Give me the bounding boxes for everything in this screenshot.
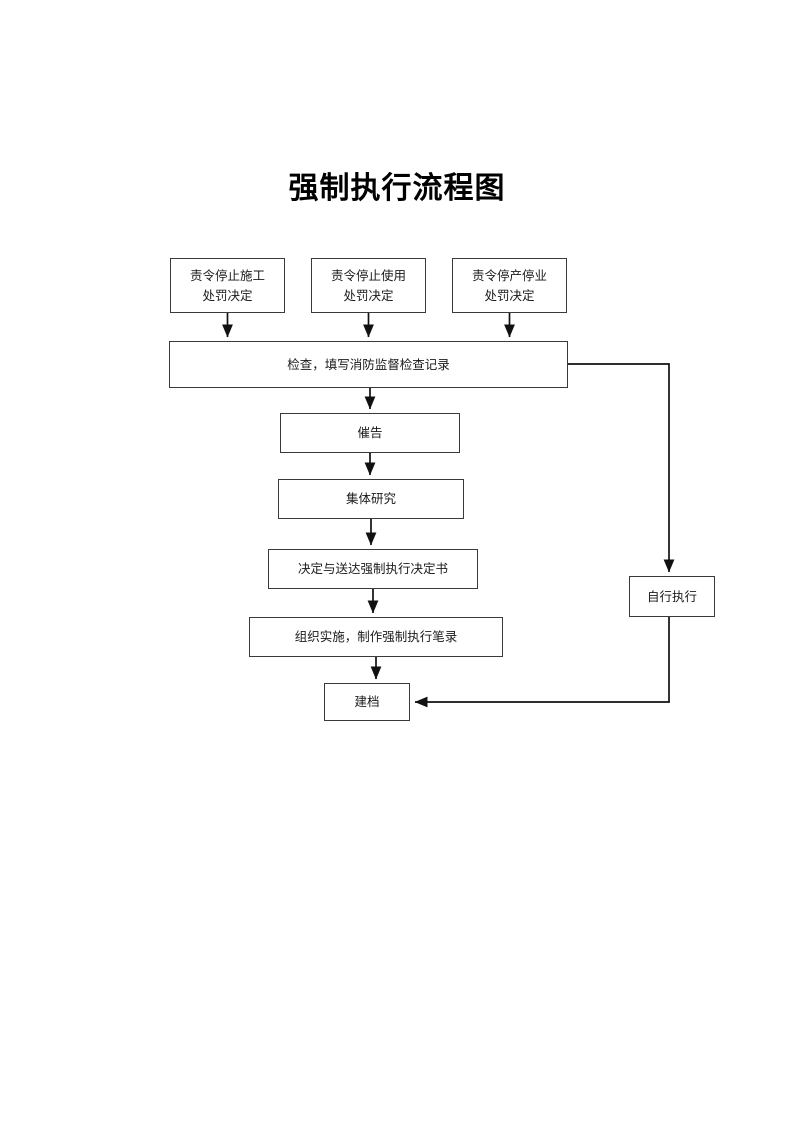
flow-node-urge[interactable]: 催告 xyxy=(280,413,460,453)
flow-node-inspection-record[interactable]: 检查，填写消防监督检查记录 xyxy=(169,341,568,388)
flow-node-collective-study[interactable]: 集体研究 xyxy=(278,479,464,519)
flow-node-decision-and-service[interactable]: 决定与送达强制执行决定书 xyxy=(268,549,478,589)
flow-node-order-stop-use[interactable]: 责令停止使用 处罚决定 xyxy=(311,258,426,313)
edge-inspection-to-self-execution xyxy=(568,363,675,573)
flow-node-organize-implementation[interactable]: 组织实施，制作强制执行笔录 xyxy=(249,617,503,657)
flow-node-order-stop-construction[interactable]: 责令停止施工 处罚决定 xyxy=(170,258,285,313)
page-title: 强制执行流程图 xyxy=(288,171,506,206)
flow-node-order-stop-production[interactable]: 责令停产停业 处罚决定 xyxy=(452,258,567,313)
flow-node-self-execution[interactable]: 自行执行 xyxy=(629,576,715,617)
flow-node-archive[interactable]: 建档 xyxy=(324,683,410,721)
